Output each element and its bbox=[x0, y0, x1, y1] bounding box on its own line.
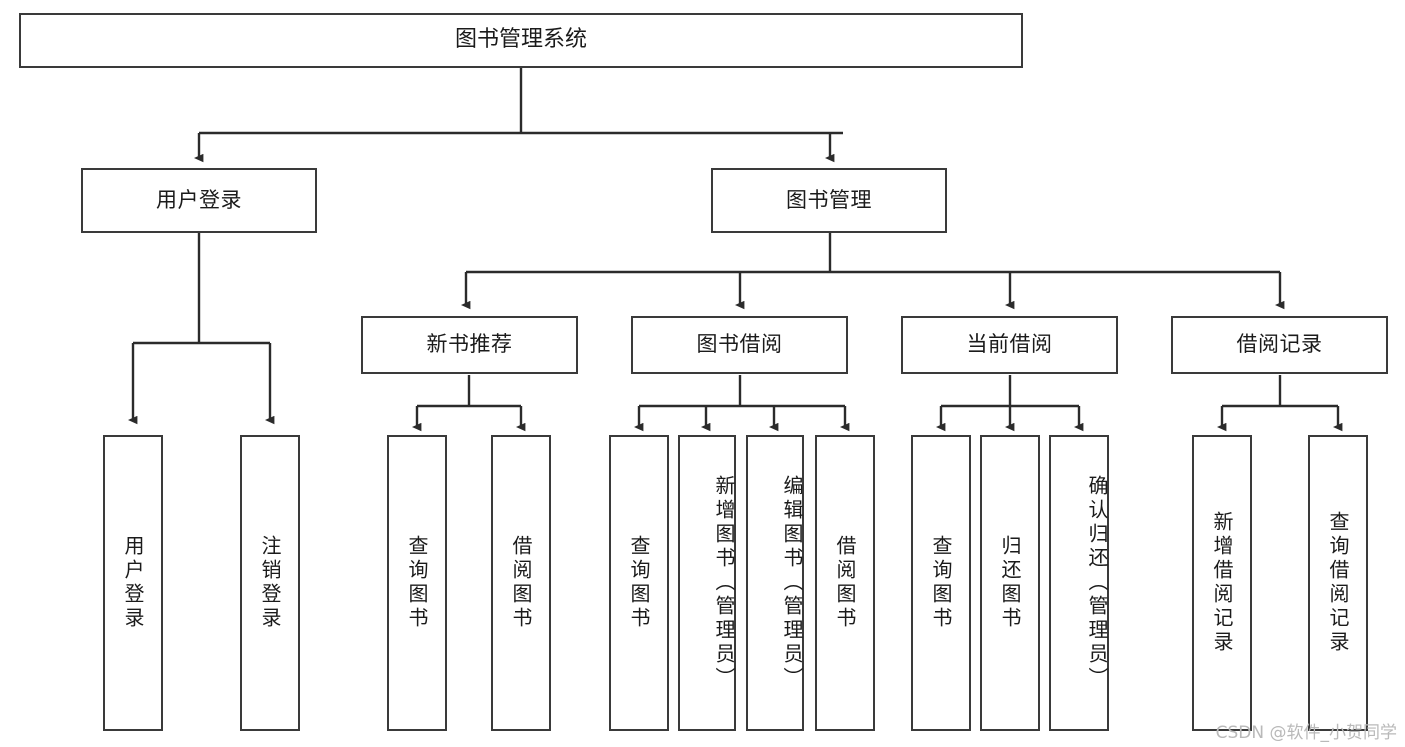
node-borrow-record[interactable]: 借阅记录 bbox=[1171, 316, 1388, 374]
node-label: 查询图书 bbox=[405, 535, 429, 631]
leaf-borrow-borrow-book[interactable]: 借阅图书 bbox=[815, 435, 875, 731]
leaf-borrow-add-book-admin[interactable]: 新增图书（管理员） bbox=[678, 435, 736, 731]
watermark-text: CSDN @软件_小贺同学 bbox=[1215, 723, 1397, 743]
leaf-current-return-book[interactable]: 归还图书 bbox=[980, 435, 1040, 731]
node-root-system[interactable]: 图书管理系统 bbox=[19, 13, 1023, 68]
leaf-user-login-login[interactable]: 用户登录 bbox=[103, 435, 163, 731]
node-label: 查询借阅记录 bbox=[1326, 511, 1350, 655]
node-current-borrow[interactable]: 当前借阅 bbox=[901, 316, 1118, 374]
node-label: 借阅图书 bbox=[509, 535, 533, 631]
leaf-new-book-query-book[interactable]: 查询图书 bbox=[387, 435, 447, 731]
node-book-management[interactable]: 图书管理 bbox=[711, 168, 947, 233]
leaf-new-book-borrow-book[interactable]: 借阅图书 bbox=[491, 435, 551, 731]
leaf-record-query-record[interactable]: 查询借阅记录 bbox=[1308, 435, 1368, 731]
node-label: 归还图书 bbox=[998, 535, 1022, 631]
node-label: 图书管理系统 bbox=[454, 27, 587, 53]
node-label: 确认归还（管理员） bbox=[1085, 475, 1109, 691]
node-label: 借阅图书 bbox=[833, 535, 857, 631]
node-user-login[interactable]: 用户登录 bbox=[81, 168, 317, 233]
leaf-current-query-book[interactable]: 查询图书 bbox=[911, 435, 971, 731]
node-label: 查询图书 bbox=[929, 535, 953, 631]
node-label: 图书管理 bbox=[786, 187, 872, 212]
node-label: 注销登录 bbox=[258, 535, 282, 631]
leaf-borrow-query-book[interactable]: 查询图书 bbox=[609, 435, 669, 731]
node-new-book-recommend[interactable]: 新书推荐 bbox=[361, 316, 578, 374]
leaf-current-confirm-return-admin[interactable]: 确认归还（管理员） bbox=[1049, 435, 1109, 731]
node-label: 借阅记录 bbox=[1236, 332, 1323, 357]
leaf-user-login-logout[interactable]: 注销登录 bbox=[240, 435, 300, 731]
node-label: 编辑图书（管理员） bbox=[780, 475, 804, 691]
leaf-record-add-record[interactable]: 新增借阅记录 bbox=[1192, 435, 1252, 731]
node-label: 新增借阅记录 bbox=[1210, 511, 1234, 655]
node-label: 查询图书 bbox=[627, 535, 651, 631]
node-book-borrow[interactable]: 图书借阅 bbox=[631, 316, 848, 374]
node-label: 新书推荐 bbox=[426, 332, 513, 357]
node-label: 用户登录 bbox=[121, 535, 145, 631]
node-label: 用户登录 bbox=[156, 187, 242, 212]
node-label: 当前借阅 bbox=[966, 332, 1053, 357]
node-label: 新增图书（管理员） bbox=[712, 475, 736, 691]
leaf-borrow-edit-book-admin[interactable]: 编辑图书（管理员） bbox=[746, 435, 804, 731]
node-label: 图书借阅 bbox=[696, 332, 783, 357]
